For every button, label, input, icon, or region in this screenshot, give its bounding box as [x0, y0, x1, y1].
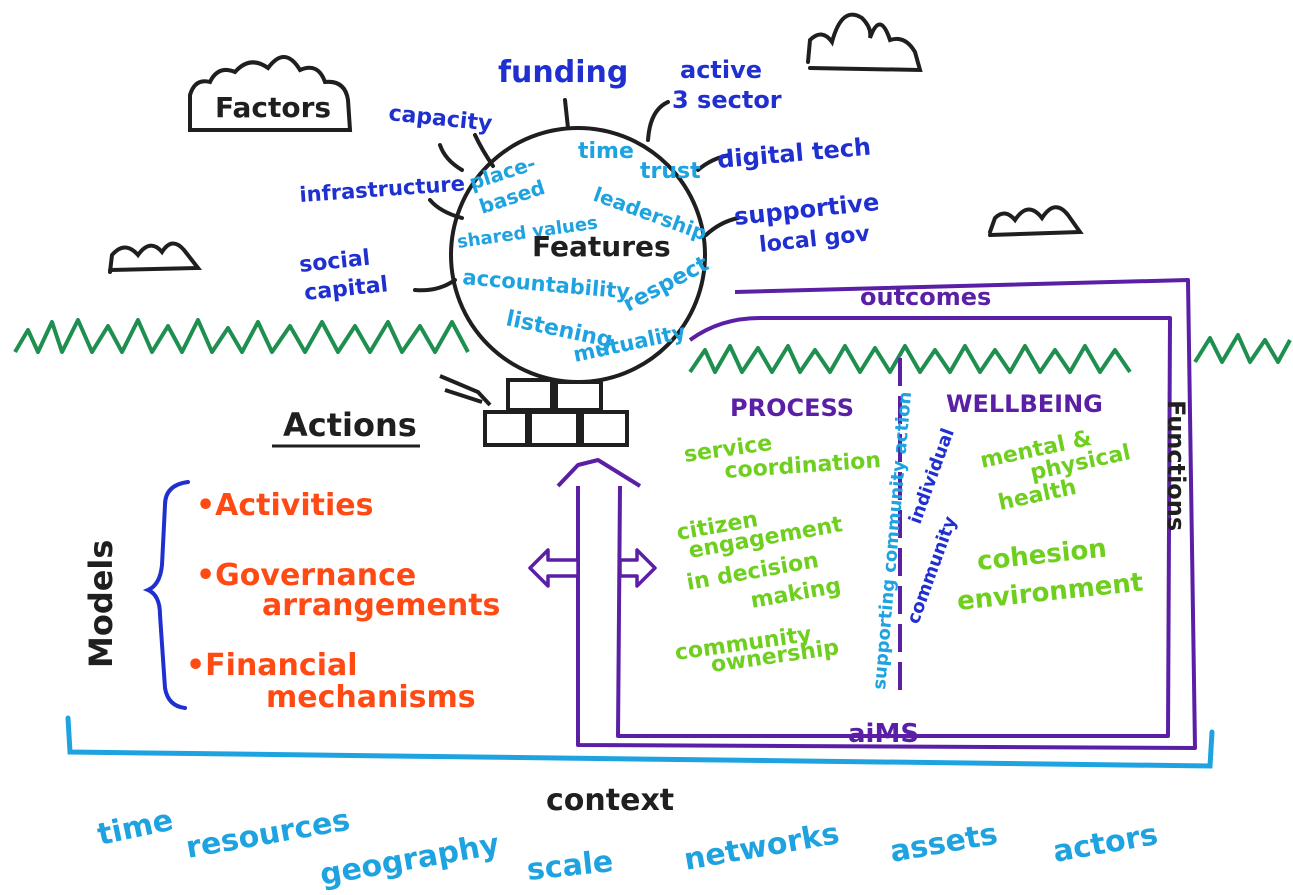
cloud-icon-top-right — [806, 12, 923, 73]
outcomes-frame — [556, 278, 1197, 750]
factor-social-1: social — [298, 246, 371, 278]
context-assets: assets — [887, 817, 1000, 870]
factor-social-2: capital — [303, 272, 389, 306]
actions-label: Actions — [283, 406, 417, 444]
wellbeing-label: WELLBEING — [946, 390, 1103, 418]
feature-time: time — [578, 139, 634, 164]
process-items: service coordination citizen engagement … — [673, 431, 881, 678]
model-governance-1: •Governance — [196, 558, 416, 593]
feature-trust: trust — [640, 159, 701, 184]
factor-capacity: capacity — [387, 101, 493, 137]
model-governance-2: arrangements — [262, 588, 500, 623]
models-label: Models — [82, 540, 120, 668]
factors-label: Factors — [215, 91, 331, 124]
brick-foundation — [439, 374, 629, 447]
process-label: PROCESS — [730, 394, 854, 422]
aims-label: aiMS — [848, 719, 919, 749]
factor-active-2: 3 sector — [672, 86, 782, 114]
context-networks: networks — [681, 816, 842, 878]
features-label: Features — [532, 230, 671, 263]
axis-community-label: community — [903, 513, 961, 626]
outcomes-label: outcomes — [860, 283, 991, 311]
cloud-icon-factors — [188, 55, 353, 132]
factor-active-1: active — [680, 56, 762, 84]
double-arrow-icon — [528, 548, 657, 588]
context-bracket — [65, 715, 1215, 769]
models-items: •Activities •Governance arrangements •Fi… — [186, 488, 500, 715]
factor-funding: funding — [498, 55, 628, 90]
axis-supporting-label: supporting community action — [869, 391, 916, 691]
axis-individual-label: individual — [905, 426, 959, 527]
factor-spokes — [413, 98, 740, 293]
model-financial-1: •Financial — [186, 648, 358, 683]
functions-label: Functions — [1162, 400, 1190, 531]
context-scale: scale — [525, 844, 615, 888]
context-actors: actors — [1050, 817, 1160, 870]
factor-supportive-2: local gov — [758, 221, 872, 258]
context-time: time — [94, 803, 176, 853]
wellbeing-items: mental & physical health cohesion enviro… — [956, 426, 1145, 617]
context-label: context — [546, 783, 674, 818]
cloud-icon-left — [108, 241, 203, 274]
model-activities: •Activities — [196, 488, 373, 523]
wellbeing-cohesion: cohesion — [976, 534, 1109, 577]
model-financial-2: mechanisms — [266, 680, 476, 715]
grass-line — [13, 318, 1292, 374]
cloud-icon-right — [988, 205, 1084, 237]
factor-digital-tech: digital tech — [716, 133, 872, 174]
factor-infrastructure: infrastructure — [299, 171, 466, 207]
models-brace — [142, 480, 190, 710]
